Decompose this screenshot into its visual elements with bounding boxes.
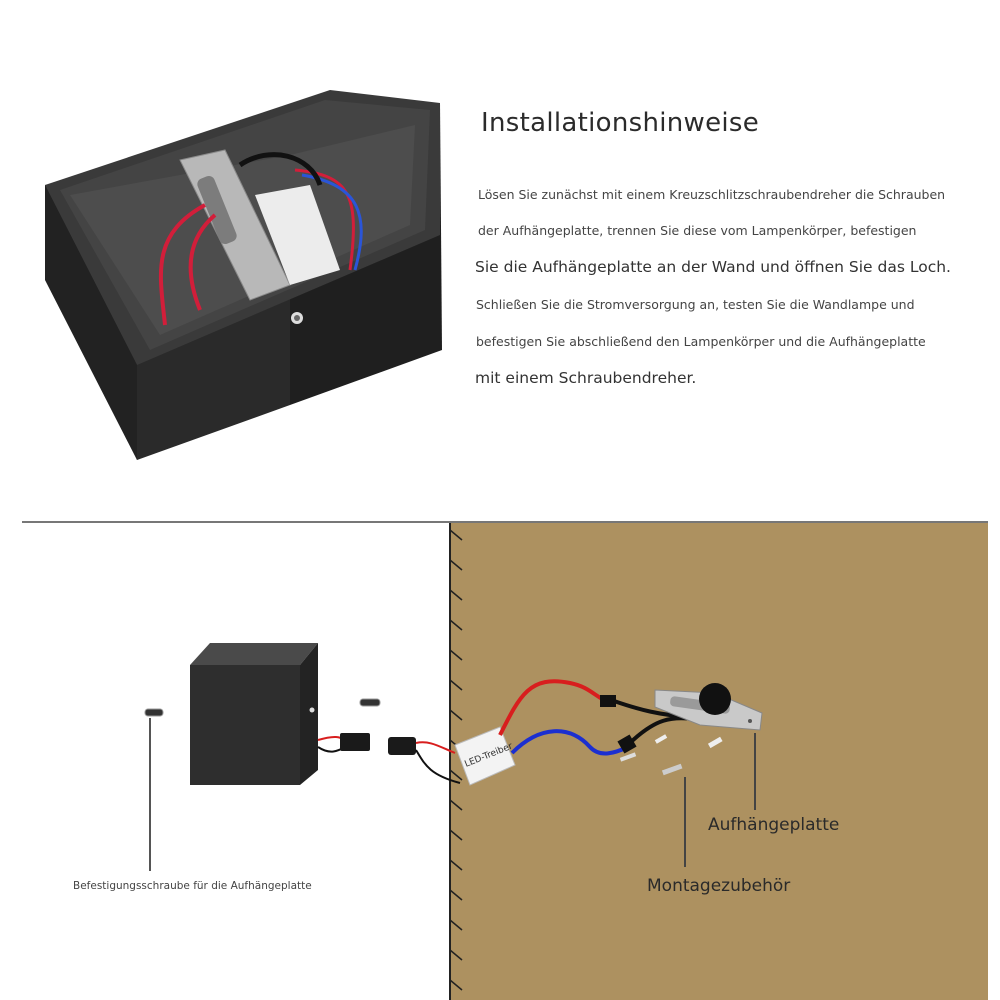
lamp-body-photo: [45, 90, 442, 460]
installation-diagram: LED-Treiber: [22, 521, 988, 1000]
instruction-line-6: mit einem Schraubendreher.: [475, 369, 697, 387]
instruction-line-3: Sie die Aufhängeplatte an der Wand und ö…: [475, 258, 951, 276]
instruction-line-4: Schließen Sie die Stromversorgung an, te…: [476, 297, 915, 312]
instruction-line-5: befestigen Sie abschließend den Lampenkö…: [476, 334, 926, 349]
instruction-line-2: der Aufhängeplatte, trennen Sie diese vo…: [478, 223, 917, 238]
label-mounting-plate: Aufhängeplatte: [708, 815, 840, 835]
instruction-line-1: Lösen Sie zunächst mit einem Kreuzschlit…: [478, 187, 946, 202]
wall: [450, 523, 988, 1000]
lamp-body-cube: [190, 643, 318, 785]
label-fixing-screw: Befestigungsschraube für die Aufhängepla…: [73, 880, 312, 892]
label-mounting-accessories: Montagezubehör: [647, 876, 791, 896]
led-driver: LED-Treiber: [454, 726, 516, 786]
mounting-plate: [654, 683, 763, 731]
page-title: Installationshinweise: [481, 108, 760, 138]
